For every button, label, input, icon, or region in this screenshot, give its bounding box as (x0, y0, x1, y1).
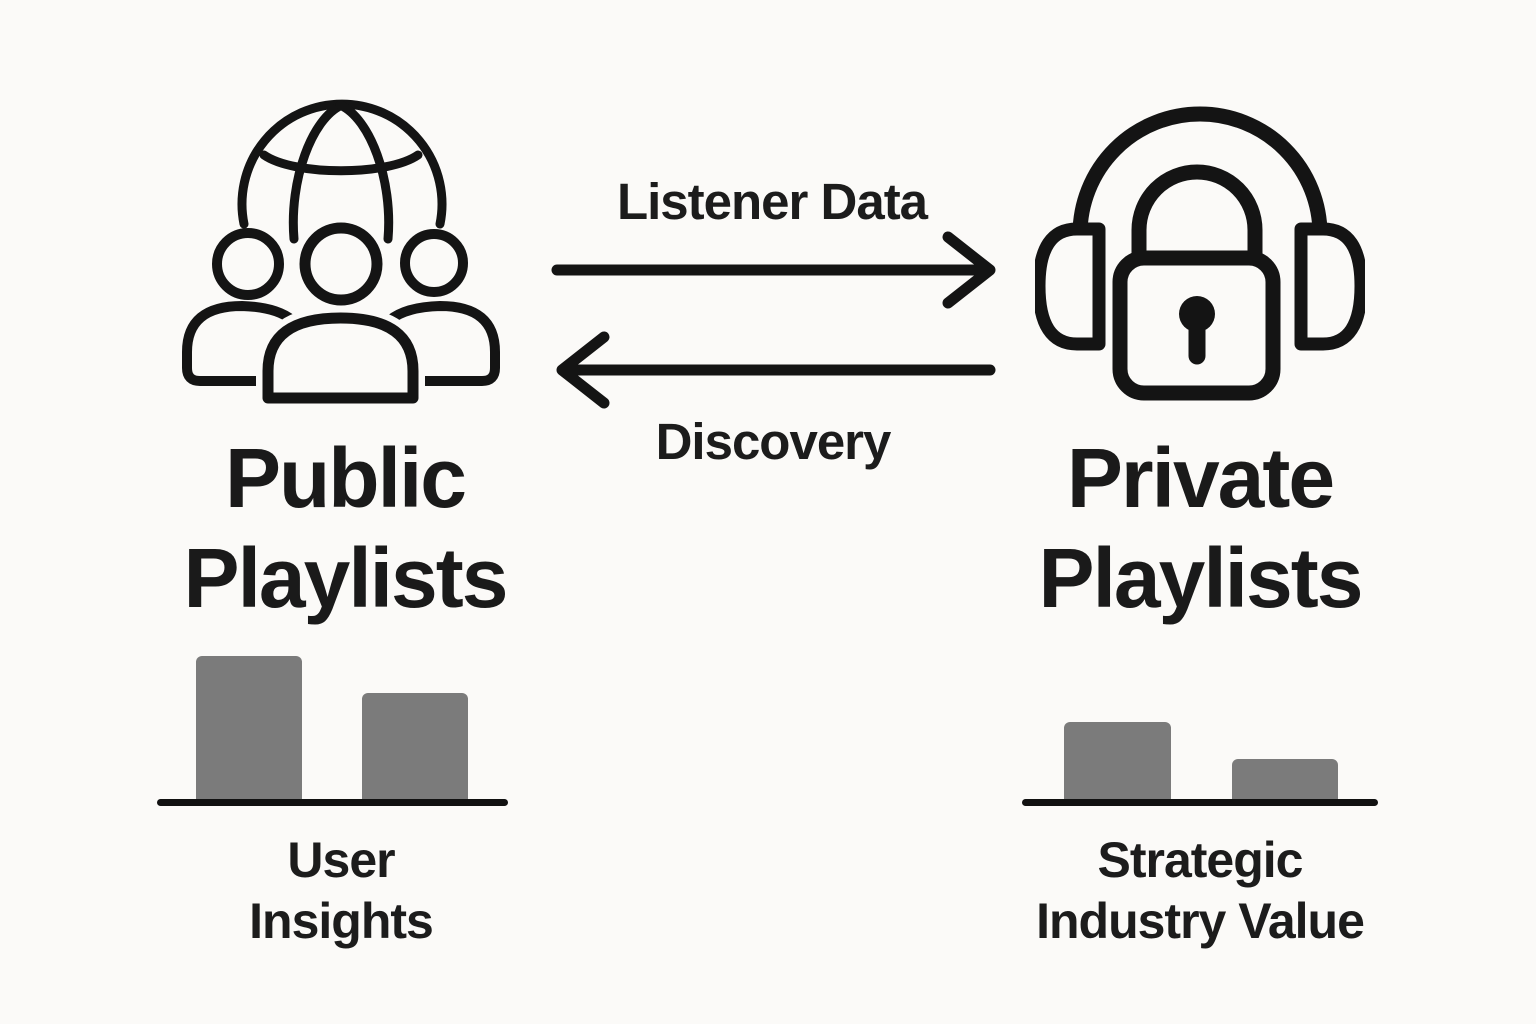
user-insights-label: User Insights (91, 830, 591, 952)
private-playlists-node (1035, 98, 1365, 410)
chart-bar (362, 693, 468, 801)
chart-baseline (157, 799, 508, 806)
community-globe-users-icon (182, 99, 500, 407)
chart-bar (196, 656, 302, 801)
private-playlists-title-line1: Private (1066, 431, 1335, 525)
flow-bottom-arrow (540, 325, 1010, 415)
strategic-industry-value-label-line1: Strategic (1097, 832, 1304, 888)
public-playlists-title-line1: Public (224, 431, 467, 525)
chart-bar (1064, 722, 1171, 801)
flow-bottom-label: Discovery (655, 413, 892, 470)
strategic-industry-value-label-line2: Industry Value (1036, 893, 1365, 949)
flow-top-arrow (540, 225, 1010, 315)
private-playlists-title: Private Playlists (950, 428, 1450, 628)
locked-headphones-icon (1035, 106, 1365, 401)
public-playlists-title-line2: Playlists (183, 531, 509, 625)
public-playlists-title: Public Playlists (95, 428, 595, 628)
strategic-industry-value-chart (1022, 648, 1378, 806)
user-insights-chart (157, 648, 508, 806)
arrow-left-icon (556, 331, 996, 409)
chart-baseline (1022, 799, 1378, 806)
user-insights-label-line1: User (287, 832, 395, 888)
arrow-right-icon (551, 231, 996, 309)
strategic-industry-value-label: Strategic Industry Value (950, 830, 1450, 952)
flow-top-label: Listener Data (616, 173, 928, 230)
public-playlists-node (180, 92, 502, 407)
chart-bar (1232, 759, 1338, 801)
user-insights-label-line2: Insights (249, 893, 434, 949)
private-playlists-title-line2: Playlists (1038, 531, 1364, 625)
